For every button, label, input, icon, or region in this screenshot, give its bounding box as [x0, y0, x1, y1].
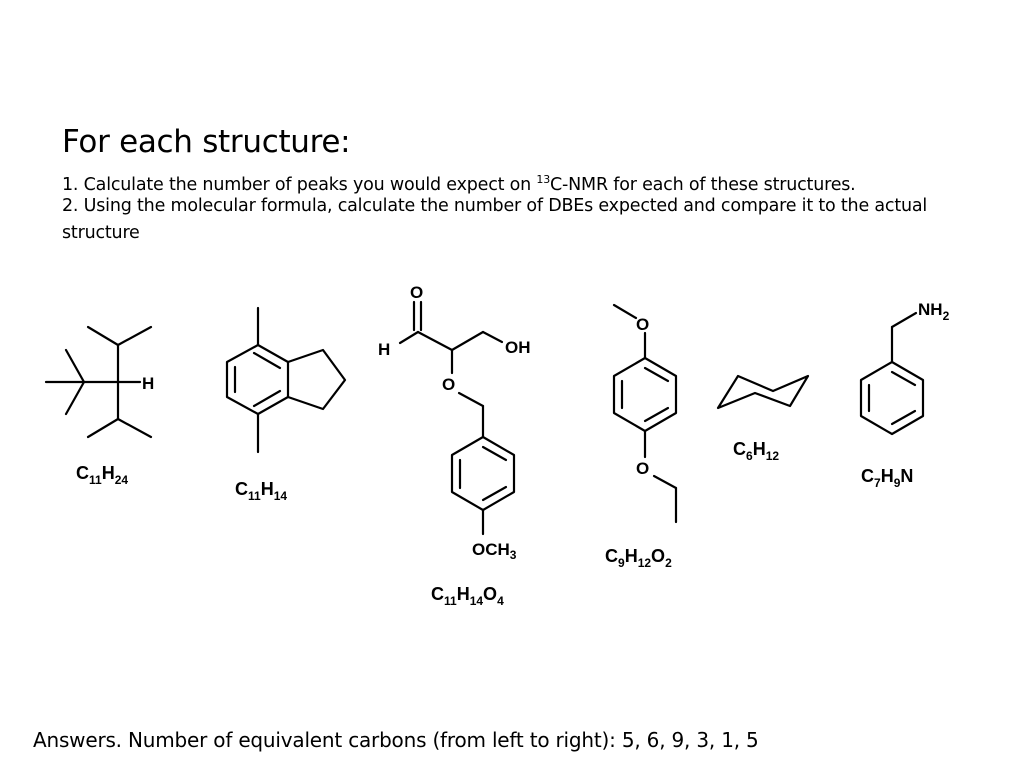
formula-1: C11H24	[76, 463, 128, 487]
atom-och3: OCH3	[472, 540, 517, 562]
structure-5: C6H12	[716, 374, 810, 463]
atom-oh: OH	[505, 338, 531, 357]
instruction-2: 2. Using the molecular formula, calculat…	[62, 196, 928, 243]
atom-h: H	[378, 340, 390, 359]
answers-text: Answers. Number of equivalent carbons (f…	[33, 728, 759, 752]
page-title: For each structure:	[62, 124, 351, 160]
atom-o-carbonyl: O	[410, 283, 423, 302]
formula-2: C11H14	[235, 479, 287, 503]
atom-o-ether: O	[442, 375, 455, 394]
atom-h: H	[142, 374, 154, 393]
structure-4: O O C9H12O2	[605, 303, 678, 570]
structure-6: NH2 C7H9N	[859, 300, 950, 490]
atom-o-top: O	[636, 315, 649, 334]
formula-6: C7H9N	[861, 466, 913, 490]
formula-3: C11H14O4	[431, 584, 504, 608]
structure-1: H C11H24	[44, 325, 154, 487]
structure-3: O H OH O OCH3 C11H14O4	[378, 283, 531, 608]
formula-5: C6H12	[733, 439, 779, 463]
structure-2: C11H14	[225, 306, 347, 503]
formula-4: C9H12O2	[605, 546, 672, 570]
atom-nh2: NH2	[918, 300, 950, 323]
atom-o-bottom: O	[636, 459, 649, 478]
instruction-1: 1. Calculate the number of peaks you wou…	[62, 173, 856, 195]
